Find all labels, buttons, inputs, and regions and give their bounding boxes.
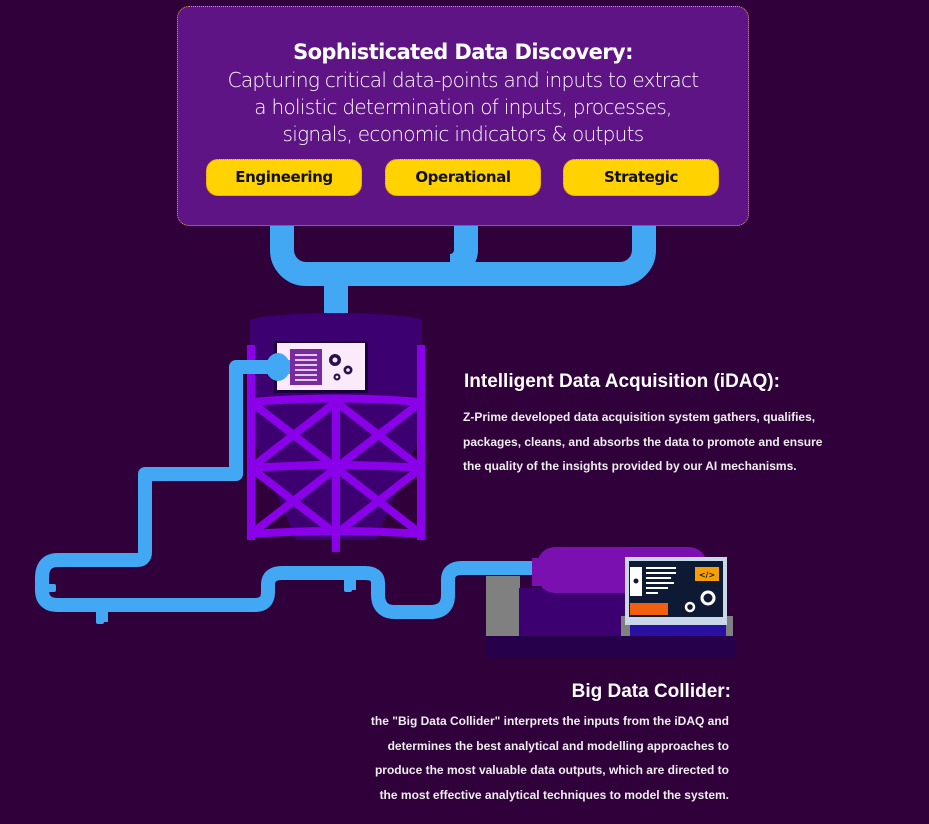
category-pill-strategic[interactable]: Strategic: [563, 159, 719, 196]
collider-description: the "Big Data Collider" interprets the i…: [371, 709, 729, 807]
input-pipes: [270, 200, 656, 318]
collider-line: determines the best analytical and model…: [387, 738, 729, 753]
transfer-pipe: [35, 360, 535, 619]
idaq-title: Intelligent Data Acquisition (iDAQ):: [464, 371, 780, 392]
idaq-description: Z-Prime developed data acquisition syste…: [463, 405, 822, 479]
big-data-collider-icon: [486, 547, 736, 658]
idaq-line: the quality of the insights provided by …: [463, 459, 797, 473]
subtitle-line: a holistic determination of inputs, proc…: [254, 95, 672, 119]
collider-line: the most effective analytical techniques…: [379, 787, 729, 802]
collider-line: the "Big Data Collider" interprets the i…: [370, 714, 729, 728]
idaq-line: packages, cleans, and absorbs the data t…: [463, 434, 823, 449]
idaq-tower-icon: [247, 313, 425, 552]
category-pill-operational[interactable]: Operational: [385, 159, 541, 196]
collider-title: Big Data Collider:: [571, 681, 731, 702]
category-pill-engineering[interactable]: Engineering: [206, 159, 362, 196]
subtitle-line: Capturing critical data-points and input…: [227, 68, 700, 92]
idaq-line: Z-Prime developed data acquisition syste…: [463, 410, 816, 424]
collider-line: produce the most valuable data outputs, …: [374, 763, 729, 777]
subtitle-line: signals, economic indicators & outputs: [282, 122, 645, 146]
discovery-title: Sophisticated Data Discovery:: [293, 40, 633, 64]
discovery-subtitle: Capturing critical data-points and input…: [178, 67, 748, 148]
code-tag-label: </>: [699, 571, 715, 580]
